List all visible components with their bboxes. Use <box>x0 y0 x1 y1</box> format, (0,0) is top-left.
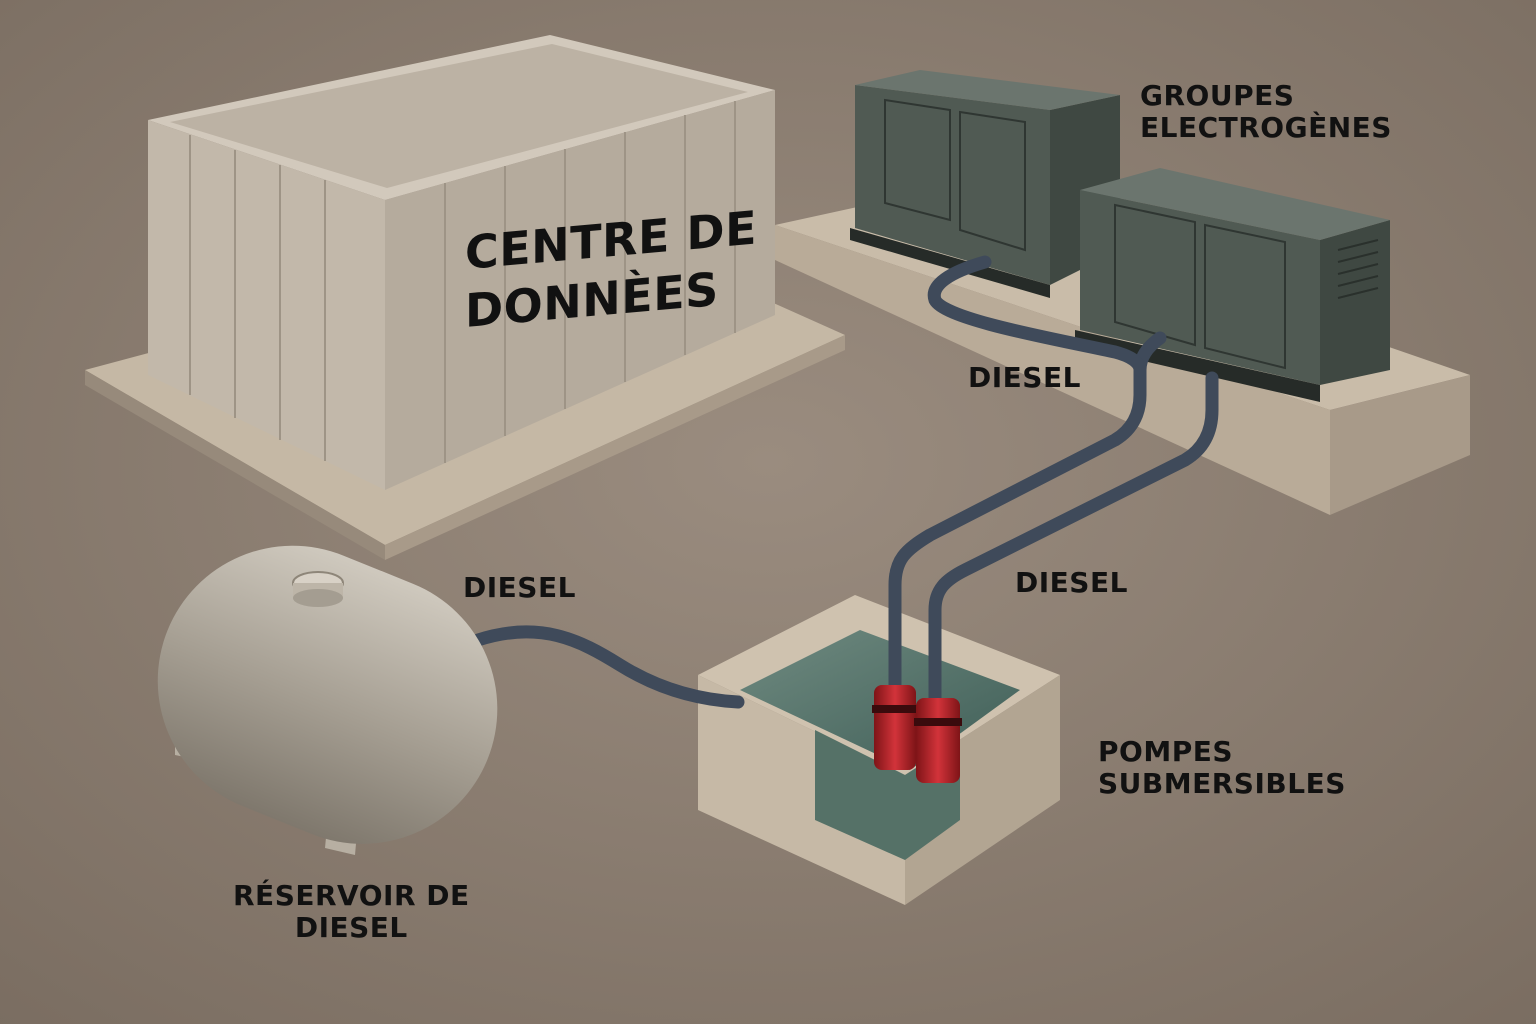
platform-left-side <box>775 225 1330 515</box>
datacenter-front-wall <box>385 90 775 490</box>
generators-label: GROUPES ELECTROGÈNES <box>1140 79 1392 145</box>
datacenter-roof-inner <box>170 44 748 188</box>
pump-2 <box>916 698 960 783</box>
diesel-tank <box>157 545 498 855</box>
pumps-label-line2: SUBMERSIBLES <box>1098 767 1346 801</box>
generator-2-door-b <box>1204 223 1286 370</box>
generator-2-side <box>1320 220 1390 385</box>
generator-2-vent <box>1337 239 1379 299</box>
pipe-pump1-to-generator <box>888 331 1167 697</box>
tank-label: RÉSERVOIR DE DIESEL <box>233 879 470 945</box>
datacenter-building <box>85 35 845 560</box>
pump-1 <box>874 685 916 770</box>
diesel-label-upper: DIESEL <box>968 361 1081 394</box>
platform-front <box>1330 375 1470 515</box>
tank-body <box>157 545 498 844</box>
pit-cutaway <box>815 730 960 860</box>
pump-2-band <box>914 718 962 726</box>
tank-label-line2: DIESEL <box>294 911 408 945</box>
pit-right-wall <box>905 675 1060 905</box>
generator-2-front <box>1080 190 1320 385</box>
datacenter-wall-ribs <box>189 101 736 463</box>
generator-1-front <box>855 85 1050 285</box>
diesel-pipes <box>471 255 1219 709</box>
submersible-pumps <box>872 685 962 783</box>
tank-label-line1: RÉSERVOIR DE <box>233 879 470 912</box>
diesel-label-tank-pipe: DIESEL <box>463 571 576 604</box>
generator-1-skid <box>850 228 1050 298</box>
pipe-generator-link <box>927 255 1147 377</box>
pipe-pump2-to-generator <box>928 371 1219 707</box>
generator-1-door-a <box>884 98 951 222</box>
generator-2-top <box>1080 168 1390 240</box>
pumps-label: POMPES SUBMERSIBLES <box>1098 735 1346 801</box>
pit-left-wall <box>698 675 905 905</box>
tank-hatch-base <box>293 589 343 607</box>
datacenter-base-front-right <box>385 335 845 560</box>
generators-label-line2: ELECTROGÈNES <box>1140 111 1392 145</box>
generator-1-door-b <box>959 110 1026 252</box>
pumps-label-line1: POMPES <box>1098 735 1234 768</box>
generator-2-skid <box>1075 330 1320 402</box>
pump-1-band <box>872 705 918 713</box>
generator-2-door-a <box>1114 203 1196 347</box>
generator-2 <box>1075 168 1390 402</box>
generators-label-line1: GROUPES <box>1140 79 1295 112</box>
diesel-label-pit-pipe: DIESEL <box>1015 566 1128 599</box>
datacenter-base-front-left <box>85 370 385 560</box>
pipe-tank-to-pit <box>471 625 745 709</box>
generator-1-top <box>855 70 1120 110</box>
